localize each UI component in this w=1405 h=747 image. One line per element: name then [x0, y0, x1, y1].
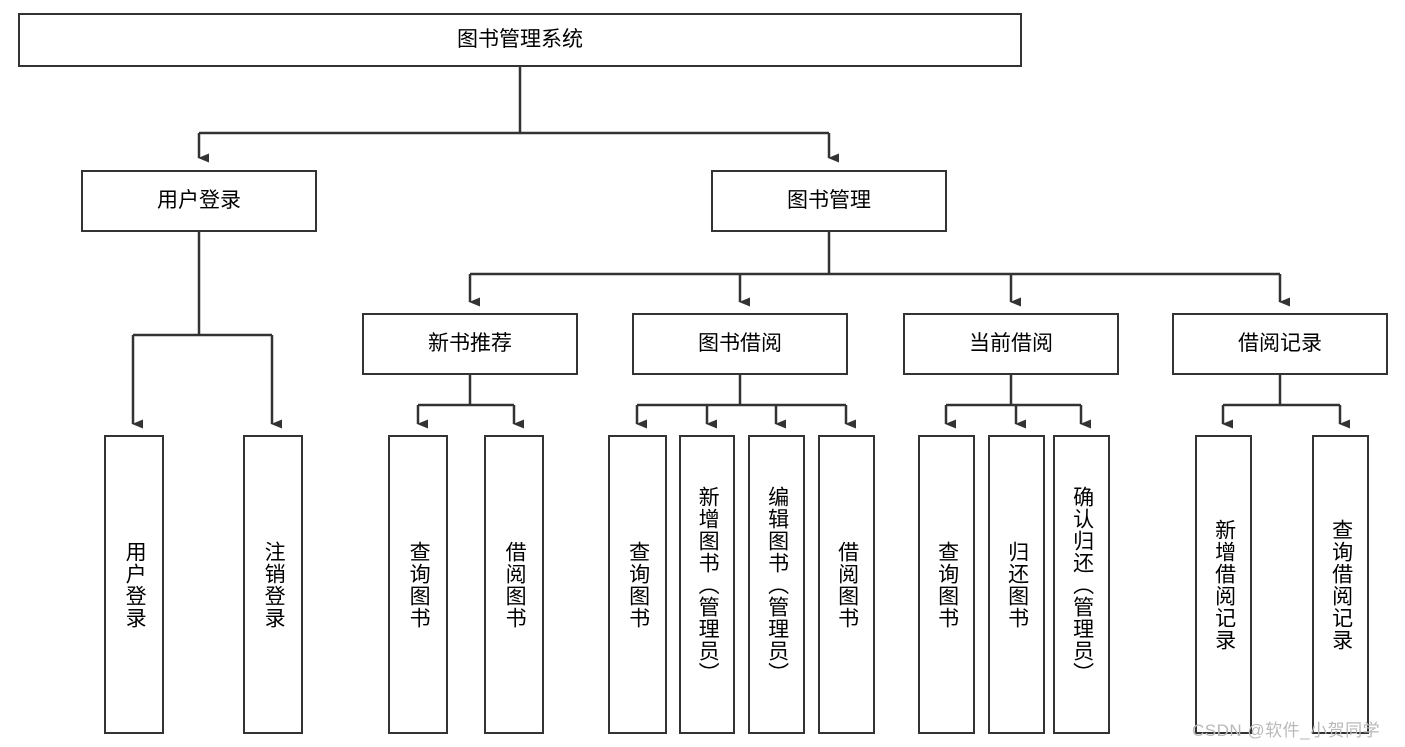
- node-leaf-confirm-return-label: 确认归还（管理员）: [1070, 485, 1094, 684]
- node-leaf-query-book-borrow-label: 查询图书: [626, 540, 650, 629]
- node-book-management-label: 图书管理: [787, 189, 871, 213]
- node-leaf-query-book-current-label: 查询图书: [935, 540, 959, 629]
- node-leaf-return-book-label: 归还图书: [1005, 540, 1029, 629]
- node-root[interactable]: 图书管理系统: [18, 13, 1022, 67]
- node-leaf-query-borrow-record-label: 查询借阅记录: [1329, 518, 1353, 651]
- node-book-management[interactable]: 图书管理: [711, 170, 947, 232]
- connector-root: [197, 67, 839, 163]
- node-leaf-logout-label: 注销登录: [262, 540, 286, 629]
- node-leaf-logout[interactable]: 注销登录: [243, 435, 303, 734]
- node-leaf-query-borrow-record[interactable]: 查询借阅记录: [1312, 435, 1369, 734]
- node-leaf-edit-book-label: 编辑图书（管理员）: [765, 485, 789, 684]
- watermark: CSDN @软件_小贺同学: [1192, 721, 1381, 740]
- connector-borrow-record: [1221, 375, 1350, 429]
- node-leaf-return-book[interactable]: 归还图书: [988, 435, 1045, 734]
- node-leaf-confirm-return[interactable]: 确认归还（管理员）: [1053, 435, 1110, 734]
- connector-current-borrow: [944, 375, 1091, 429]
- node-leaf-user-login-label: 用户登录: [123, 540, 147, 629]
- node-current-borrow[interactable]: 当前借阅: [903, 313, 1119, 375]
- connector-user-login: [131, 232, 282, 429]
- node-leaf-borrow-book-recommend[interactable]: 借阅图书: [484, 435, 544, 734]
- node-leaf-query-book-borrow[interactable]: 查询图书: [608, 435, 667, 734]
- connector-book-borrow: [635, 375, 856, 429]
- node-leaf-add-borrow-record[interactable]: 新增借阅记录: [1195, 435, 1252, 734]
- node-book-borrow[interactable]: 图书借阅: [632, 313, 848, 375]
- node-user-login-label: 用户登录: [157, 189, 241, 213]
- connector-book-management: [468, 232, 1290, 307]
- node-new-book-recommend[interactable]: 新书推荐: [362, 313, 578, 375]
- node-book-borrow-label: 图书借阅: [698, 332, 782, 356]
- node-leaf-add-book[interactable]: 新增图书（管理员）: [679, 435, 735, 734]
- node-leaf-add-book-label: 新增图书（管理员）: [696, 485, 720, 684]
- node-user-login[interactable]: 用户登录: [81, 170, 317, 232]
- connector-new-book-recommend: [416, 375, 524, 429]
- node-leaf-query-book-recommend[interactable]: 查询图书: [388, 435, 448, 734]
- node-leaf-add-borrow-record-label: 新增借阅记录: [1212, 518, 1236, 651]
- node-borrow-record-label: 借阅记录: [1238, 332, 1322, 356]
- node-leaf-borrow-book-recommend-label: 借阅图书: [503, 540, 527, 629]
- node-current-borrow-label: 当前借阅: [969, 332, 1053, 356]
- node-leaf-borrow-book-label: 借阅图书: [835, 540, 859, 629]
- node-leaf-query-book-recommend-label: 查询图书: [407, 540, 431, 629]
- node-leaf-query-book-current[interactable]: 查询图书: [918, 435, 975, 734]
- node-leaf-borrow-book[interactable]: 借阅图书: [818, 435, 875, 734]
- node-root-label: 图书管理系统: [457, 28, 583, 52]
- node-leaf-edit-book[interactable]: 编辑图书（管理员）: [748, 435, 805, 734]
- node-leaf-user-login[interactable]: 用户登录: [104, 435, 164, 734]
- node-new-book-recommend-label: 新书推荐: [428, 332, 512, 356]
- node-borrow-record[interactable]: 借阅记录: [1172, 313, 1388, 375]
